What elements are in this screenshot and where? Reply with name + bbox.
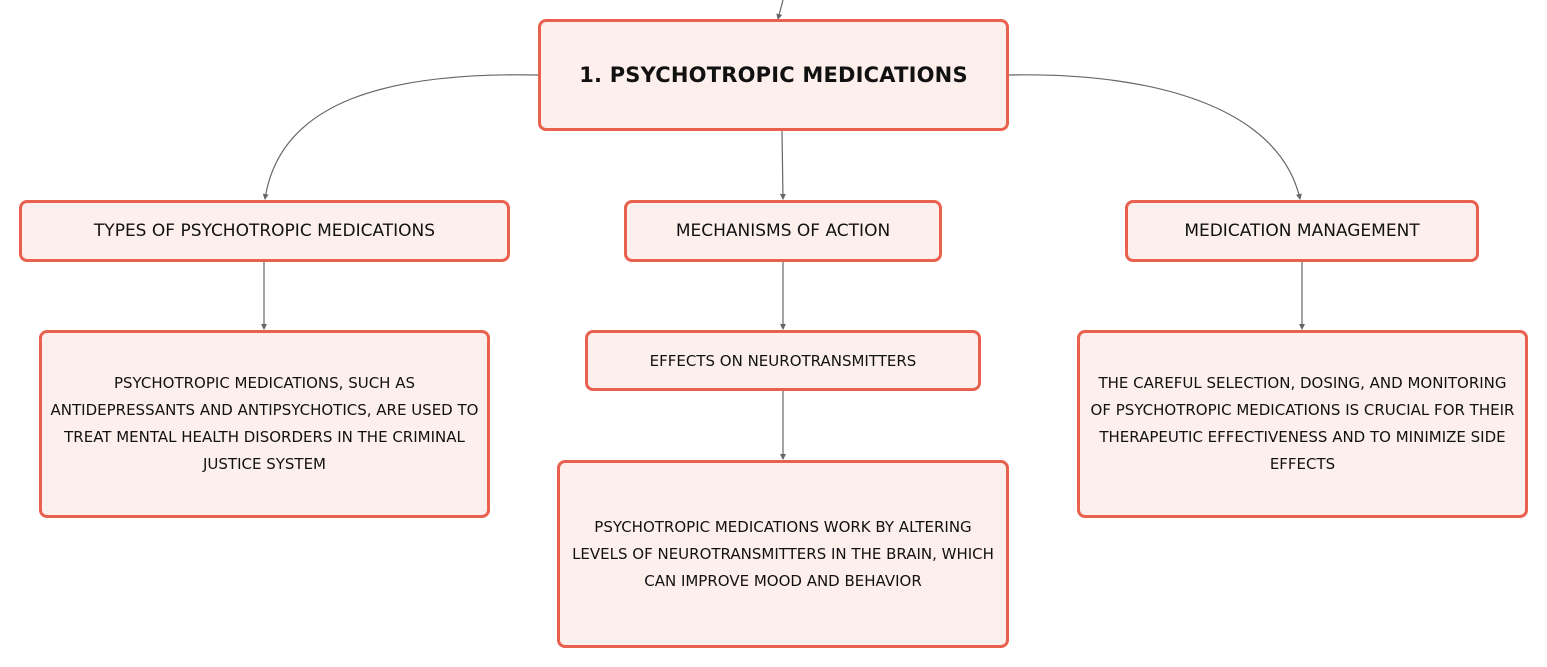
connector-root-to-management bbox=[1008, 74, 1302, 200]
subtopic-effects-on-neurotransmitters[interactable]: EFFECTS ON NEUROTRANSMITTERS bbox=[585, 330, 981, 391]
subtopic-label: EFFECTS ON NEUROTRANSMITTERS bbox=[649, 351, 917, 370]
connector-root-to-types bbox=[262, 74, 539, 200]
topic-label: MEDICATION MANAGEMENT bbox=[1184, 221, 1420, 241]
topic-label: MECHANISMS OF ACTION bbox=[675, 221, 891, 241]
topic-medication-management[interactable]: MEDICATION MANAGEMENT bbox=[1125, 200, 1479, 262]
connector-parent-to-root bbox=[776, 0, 784, 20]
connector-root-to-mechanisms bbox=[779, 130, 786, 200]
root-label: 1. PSYCHOTROPIC MEDICATIONS bbox=[579, 63, 968, 87]
description-text: PSYCHOTROPIC MEDICATIONS, SUCH AS ANTIDE… bbox=[50, 374, 479, 473]
topic-types-of-psychotropic-medications[interactable]: TYPES OF PSYCHOTROPIC MEDICATIONS bbox=[19, 200, 510, 262]
root-node[interactable]: 1. PSYCHOTROPIC MEDICATIONS bbox=[538, 19, 1009, 131]
description-text: THE CAREFUL SELECTION, DOSING, AND MONIT… bbox=[1090, 374, 1515, 473]
description-text: PSYCHOTROPIC MEDICATIONS WORK BY ALTERIN… bbox=[572, 517, 994, 590]
description-mechanisms[interactable]: PSYCHOTROPIC MEDICATIONS WORK BY ALTERIN… bbox=[557, 460, 1009, 648]
topic-mechanisms-of-action[interactable]: MECHANISMS OF ACTION bbox=[624, 200, 942, 262]
description-management[interactable]: THE CAREFUL SELECTION, DOSING, AND MONIT… bbox=[1077, 330, 1528, 518]
description-types[interactable]: PSYCHOTROPIC MEDICATIONS, SUCH AS ANTIDE… bbox=[39, 330, 490, 518]
topic-label: TYPES OF PSYCHOTROPIC MEDICATIONS bbox=[93, 221, 436, 241]
